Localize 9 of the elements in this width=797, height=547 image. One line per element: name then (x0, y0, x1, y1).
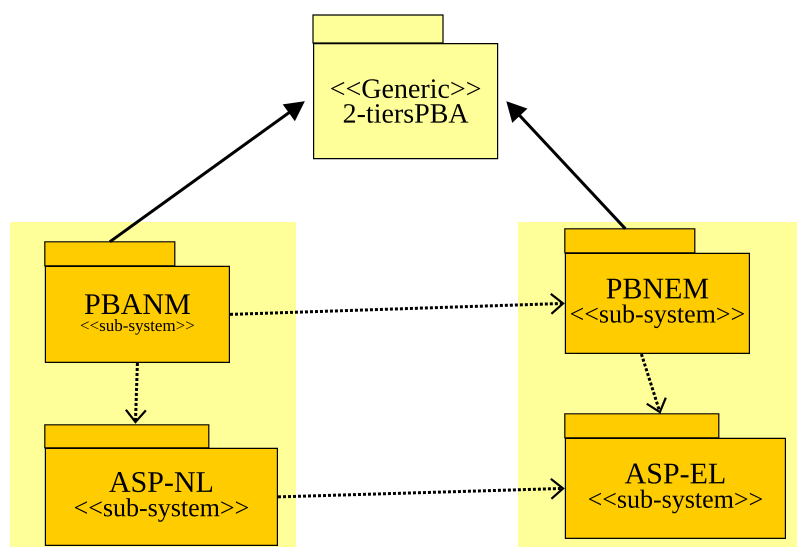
arrow (278, 478, 565, 500)
arrow (125, 362, 147, 424)
arrow (230, 292, 565, 316)
package-box: <<Generic>> 2-tiersPBA (312, 14, 498, 160)
package-box: PBNEM <<sub-system>> (564, 228, 750, 354)
package-box: ASP-NL <<sub-system>> (44, 424, 278, 546)
arrow (640, 354, 667, 414)
package-box: ASP-EL <<sub-system>> (564, 413, 786, 539)
package-box: PBANM <<sub-system>> (44, 241, 230, 363)
